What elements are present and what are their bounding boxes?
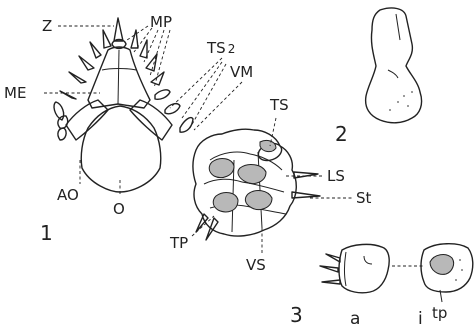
label-O: O	[113, 200, 125, 218]
label-VM: VM	[230, 63, 253, 81]
fig1-arm-segments	[193, 129, 320, 240]
label-i: i	[418, 309, 423, 329]
figure-number-2: 2	[335, 122, 348, 146]
figure-number-1: 1	[40, 221, 53, 245]
fig1-leader-lines	[44, 26, 352, 254]
label-a: a	[350, 309, 360, 329]
lateral-spine-2	[292, 192, 320, 198]
label-MP: MP	[150, 13, 172, 31]
tentacle-pore-1	[209, 159, 234, 178]
label-tp: tp	[432, 304, 447, 322]
figure-number-3: 3	[290, 303, 303, 327]
tentacle-pore-2	[238, 165, 266, 184]
tentacle-pore-3	[213, 193, 238, 212]
fig1-oral-view	[54, 18, 193, 192]
oral-shield	[81, 106, 161, 192]
label-AO: AO	[57, 186, 79, 204]
fig2-plate: 2	[335, 8, 422, 146]
label-LS: LS	[327, 167, 345, 185]
label-Z: Z	[42, 17, 52, 35]
adoral-shield-right	[130, 100, 172, 140]
fig3-segments: 3 a i tp	[290, 244, 473, 329]
fig3-segment-a	[320, 244, 389, 292]
fig3-segment-i	[421, 244, 473, 302]
tentacle-pore-4	[245, 191, 272, 210]
lateral-spine-1	[294, 172, 318, 178]
label-VS: VS	[246, 256, 266, 274]
label-TP: TP	[169, 234, 188, 252]
tentacle-pore-5	[260, 140, 276, 151]
label-ME: ME	[4, 84, 26, 102]
label-TS: TS	[269, 96, 289, 114]
label-St: St	[356, 189, 372, 207]
